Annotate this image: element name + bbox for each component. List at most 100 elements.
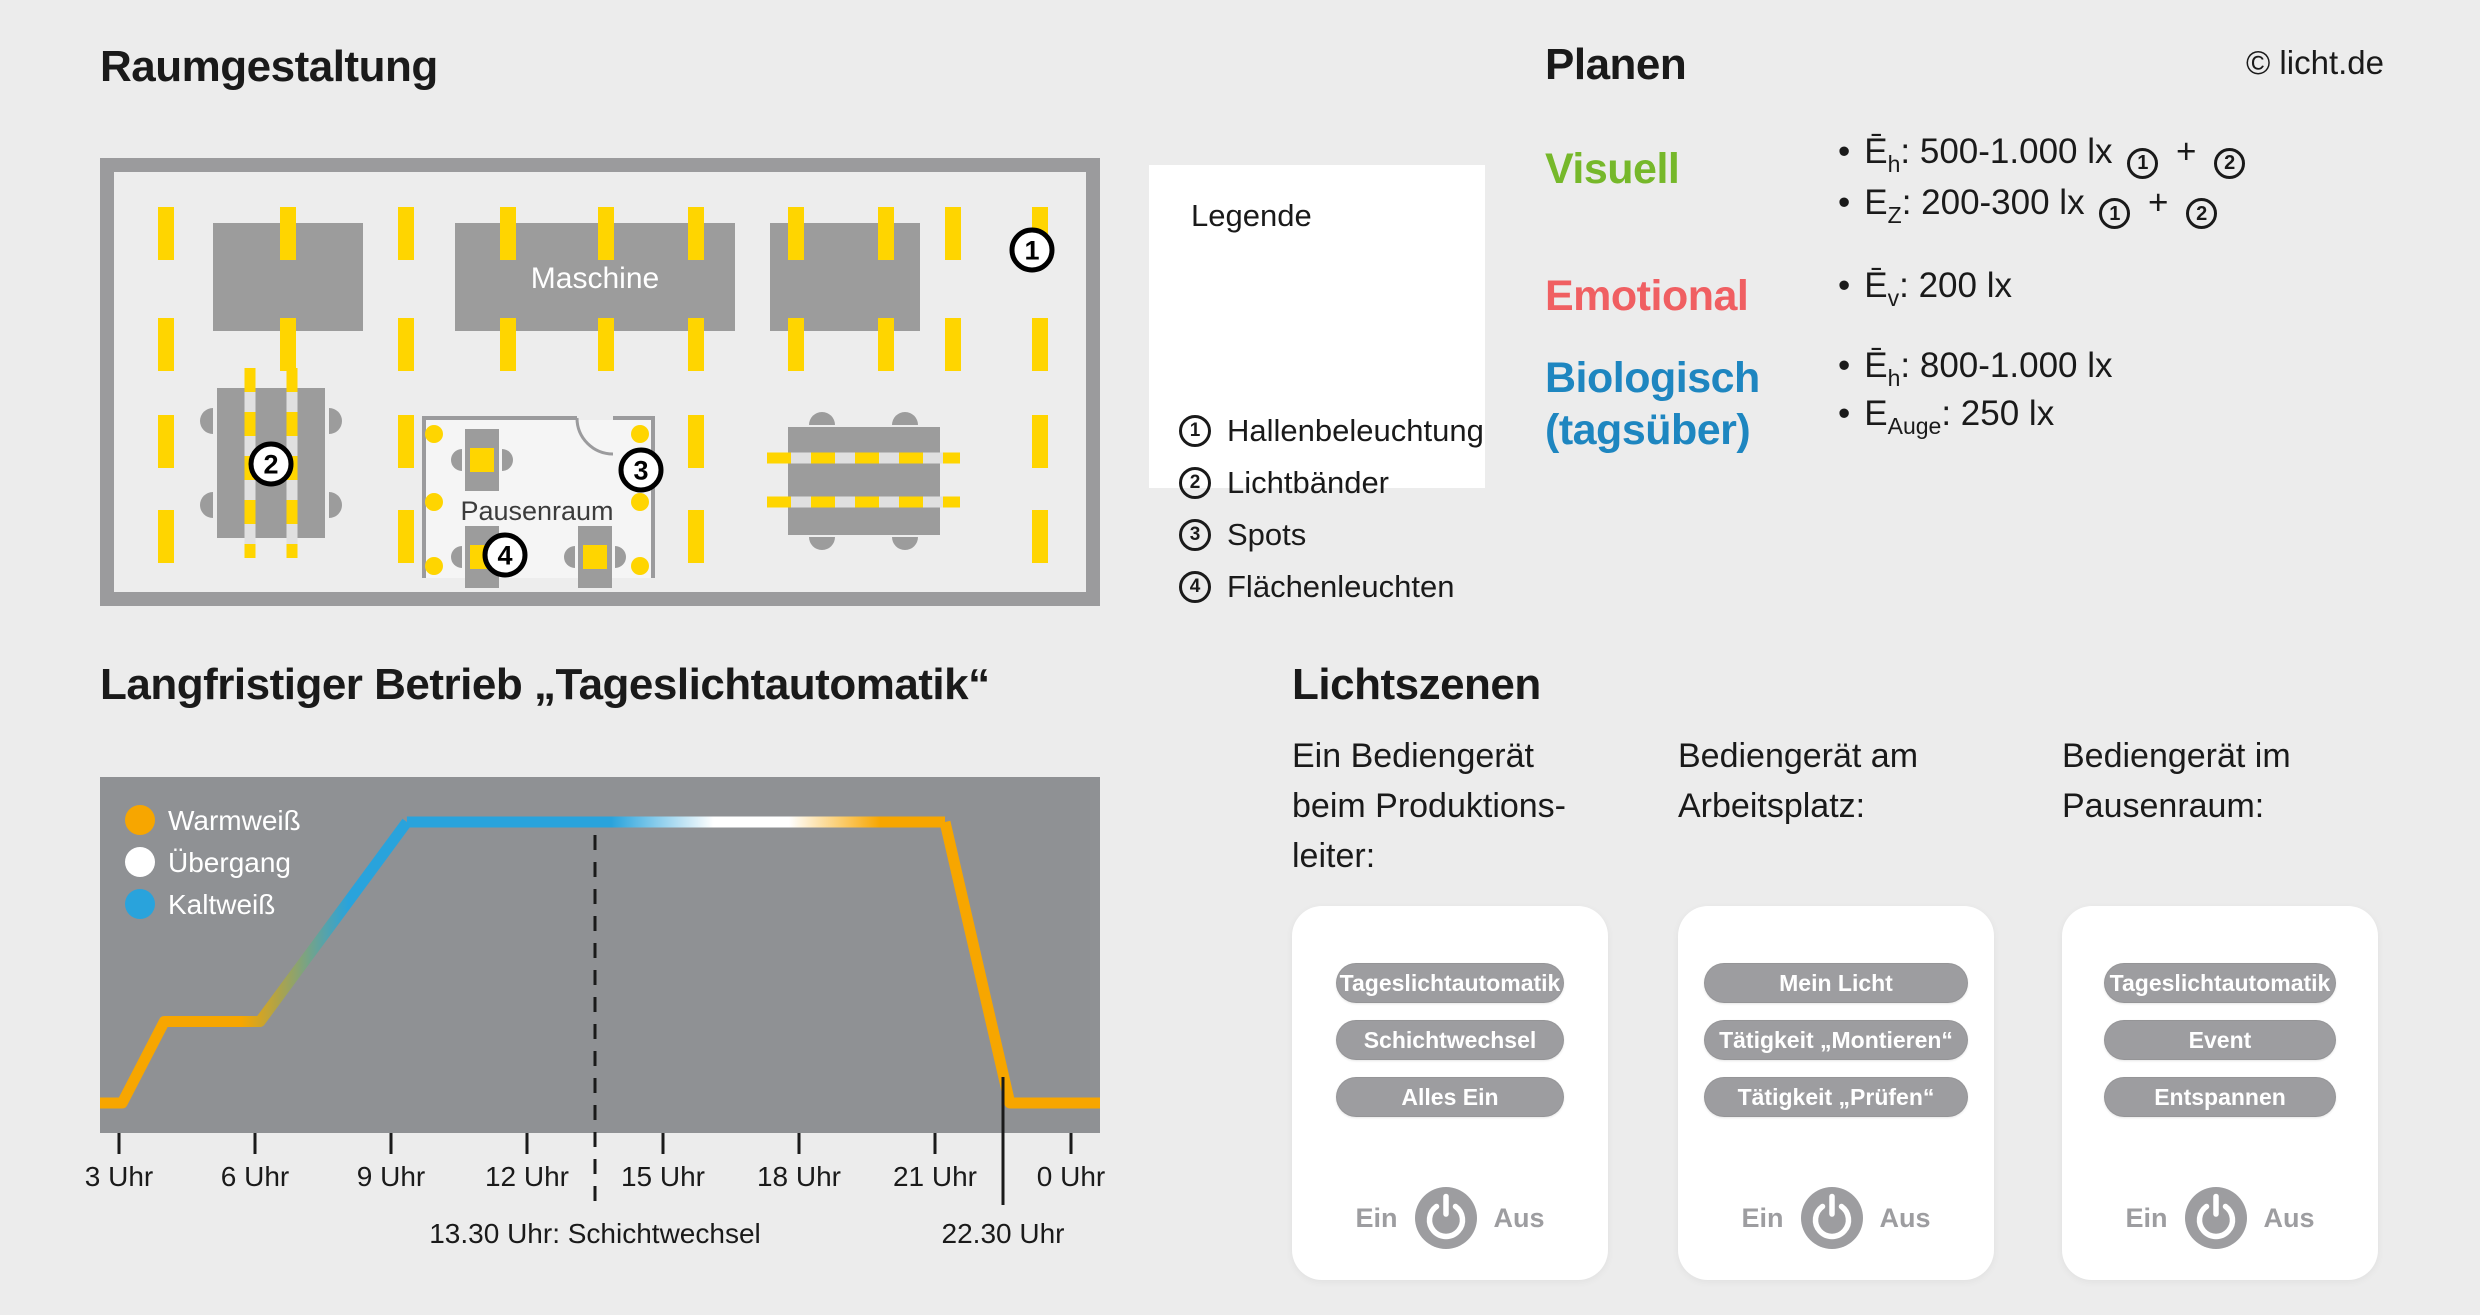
chart-line-evening xyxy=(939,820,1100,1109)
spot-light xyxy=(631,425,649,443)
planen-bullet: •Ēh: 500-1.000 lx 1 + 2 xyxy=(1838,128,2250,179)
pausenraum-wall xyxy=(422,416,655,578)
chair xyxy=(809,412,835,425)
legend-item-label: Hallenbeleuchtung xyxy=(1227,413,1484,448)
hall-light-bar xyxy=(945,318,961,371)
scene-button[interactable]: Tätigkeit „Montieren“ xyxy=(1704,1020,1968,1060)
axis-tick-label: 3 Uhr xyxy=(85,1161,153,1192)
svg-text:4: 4 xyxy=(497,541,512,571)
planen-bullet: •EZ: 200-300 lx 1 + 2 xyxy=(1838,179,2250,229)
scene-button[interactable]: Schichtwechsel xyxy=(1336,1020,1564,1060)
scene-button[interactable]: Alles Ein xyxy=(1336,1077,1564,1117)
spot-light xyxy=(425,425,443,443)
chart-legend-label: Übergang xyxy=(168,847,291,878)
legend-number-icon: 1 xyxy=(1179,415,1211,447)
flaechenleuchte xyxy=(583,545,607,569)
flaechenleuchte xyxy=(470,448,494,472)
axis-tick-label: 18 Uhr xyxy=(757,1161,841,1192)
svg-text:1: 1 xyxy=(1024,236,1039,266)
hall-light-bar xyxy=(945,207,961,260)
circled-number-icon: 2 xyxy=(2214,147,2246,179)
axis-tick-label: 0 Uhr xyxy=(1037,1161,1105,1192)
plan-marker-3: 3 xyxy=(618,447,664,493)
door-arc xyxy=(575,417,614,456)
power-button-icon[interactable] xyxy=(1800,1187,1863,1249)
axis-tick-label: 21 Uhr xyxy=(893,1161,977,1192)
planen-bullet-list: •Ēv: 200 lx xyxy=(1838,262,2012,310)
planen-category-label: Emotional xyxy=(1545,272,1749,320)
section-title-planen: Planen xyxy=(1545,40,1687,89)
power-button-icon[interactable] xyxy=(2184,1187,2247,1249)
spot-light xyxy=(425,493,443,511)
spot-light xyxy=(425,557,443,575)
chair xyxy=(615,546,626,568)
chart-legend-label: Kaltweiß xyxy=(168,889,275,920)
section-title-betrieb: Langfristiger Betrieb „Tageslichtautomat… xyxy=(100,660,990,709)
circled-number-icon: 1 xyxy=(2127,147,2159,179)
annotation-label: 13.30 Uhr: Schichtwechsel xyxy=(429,1218,761,1249)
on-label: Ein xyxy=(2125,1202,2168,1233)
on-label: Ein xyxy=(1741,1202,1784,1233)
legend-item-label: Flächenleuchten xyxy=(1227,569,1455,604)
spot-light xyxy=(631,493,649,511)
pausenraum-label: Pausenraum xyxy=(460,496,613,526)
chair xyxy=(451,449,462,471)
hall-light-bar xyxy=(688,510,704,563)
chart-legend-dot xyxy=(125,889,155,919)
circled-number-icon: 1 xyxy=(2099,198,2131,229)
hall-light-bar xyxy=(598,318,614,371)
hall-light-bar xyxy=(1032,415,1048,468)
chair xyxy=(200,492,213,518)
scene-button[interactable]: Mein Licht xyxy=(1704,963,1968,1003)
chair xyxy=(892,412,918,425)
legend-item-label: Lichtbänder xyxy=(1227,465,1390,500)
hall-light-bar xyxy=(878,207,894,260)
planen-bullet-list: •Ēh: 800-1.000 lx•EAuge: 250 lx xyxy=(1838,342,2113,438)
hall-light-bar xyxy=(688,415,704,468)
work-table xyxy=(788,427,940,535)
scene-button[interactable]: Tageslichtautomatik xyxy=(1336,963,1564,1003)
chair xyxy=(564,546,575,568)
hall-light-bar xyxy=(1032,510,1048,563)
planen-category-label: Biologisch(tagsüber) xyxy=(1545,354,1760,454)
hall-light-bar xyxy=(878,318,894,371)
hall-light-bar xyxy=(1032,318,1048,371)
chart-legend-label: Warmweiß xyxy=(168,805,301,836)
plan-marker-4: 4 xyxy=(482,532,528,578)
pausenraum-floor xyxy=(424,420,653,578)
off-label: Aus xyxy=(1879,1202,1931,1233)
hall-light-bar xyxy=(398,318,414,371)
hall-light-bar xyxy=(598,207,614,260)
planen-bullet: •EAuge: 250 lx xyxy=(1838,394,2055,439)
scene-button[interactable]: Event xyxy=(2104,1020,2336,1060)
hall-light-bar xyxy=(398,510,414,563)
circled-number-icon: 2 xyxy=(2186,198,2218,229)
axis-tick-label: 12 Uhr xyxy=(485,1161,569,1192)
hall-wall xyxy=(100,158,1100,606)
hall-light-bar xyxy=(688,207,704,260)
scene-button[interactable]: Tageslichtautomatik xyxy=(2104,963,2336,1003)
legend-number-icon: 4 xyxy=(1179,571,1211,603)
machine-label: Maschine xyxy=(531,262,659,295)
hall-light-bar xyxy=(788,207,804,260)
scene-button[interactable]: Entspannen xyxy=(2104,1077,2336,1117)
legend-item-flächenleuchten: 4 Flächenleuchten xyxy=(1179,569,1455,605)
hall-light-bar xyxy=(280,318,296,371)
chart-legend-dot xyxy=(125,805,155,835)
planen-bullet: •Ēv: 200 lx xyxy=(1838,266,2012,311)
scene-button[interactable]: Tätigkeit „Prüfen“ xyxy=(1704,1077,1968,1117)
power-button-icon[interactable] xyxy=(1414,1187,1477,1249)
section-title-raumgestaltung: Raumgestaltung xyxy=(100,42,438,91)
chair xyxy=(892,537,918,550)
svg-text:2: 2 xyxy=(263,450,278,480)
hall-light-bar xyxy=(398,415,414,468)
